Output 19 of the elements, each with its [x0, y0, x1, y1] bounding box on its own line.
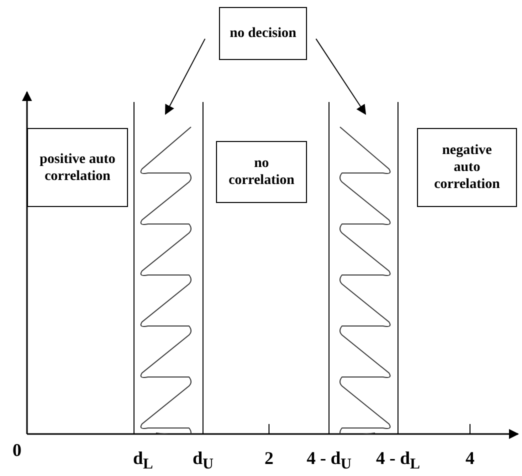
axis-label: 4 - d$_{U}$	[306, 448, 352, 474]
zigzag-drawing	[338, 126, 393, 434]
label-box	[27, 128, 128, 207]
axis-label: 4 - d$_{L}$	[376, 448, 420, 474]
axis-label: 2	[264, 448, 274, 469]
zigzag-drawing	[138, 126, 193, 434]
label-box	[216, 141, 307, 203]
label-box	[219, 7, 307, 60]
axis-label: 4	[466, 448, 474, 469]
axis-label: d$_{L}$	[132, 448, 154, 474]
arrow	[316, 38, 366, 115]
arrow	[165, 38, 206, 115]
axis-label: 0	[12, 440, 22, 461]
axis-label: d$_{U}$	[192, 448, 214, 474]
box-text: no correlation	[228, 155, 296, 189]
box-text: positive auto correlation	[38, 150, 116, 184]
label-box	[417, 128, 517, 207]
box-text: no decision	[230, 25, 296, 42]
box-text: negative auto correlation	[433, 142, 501, 193]
